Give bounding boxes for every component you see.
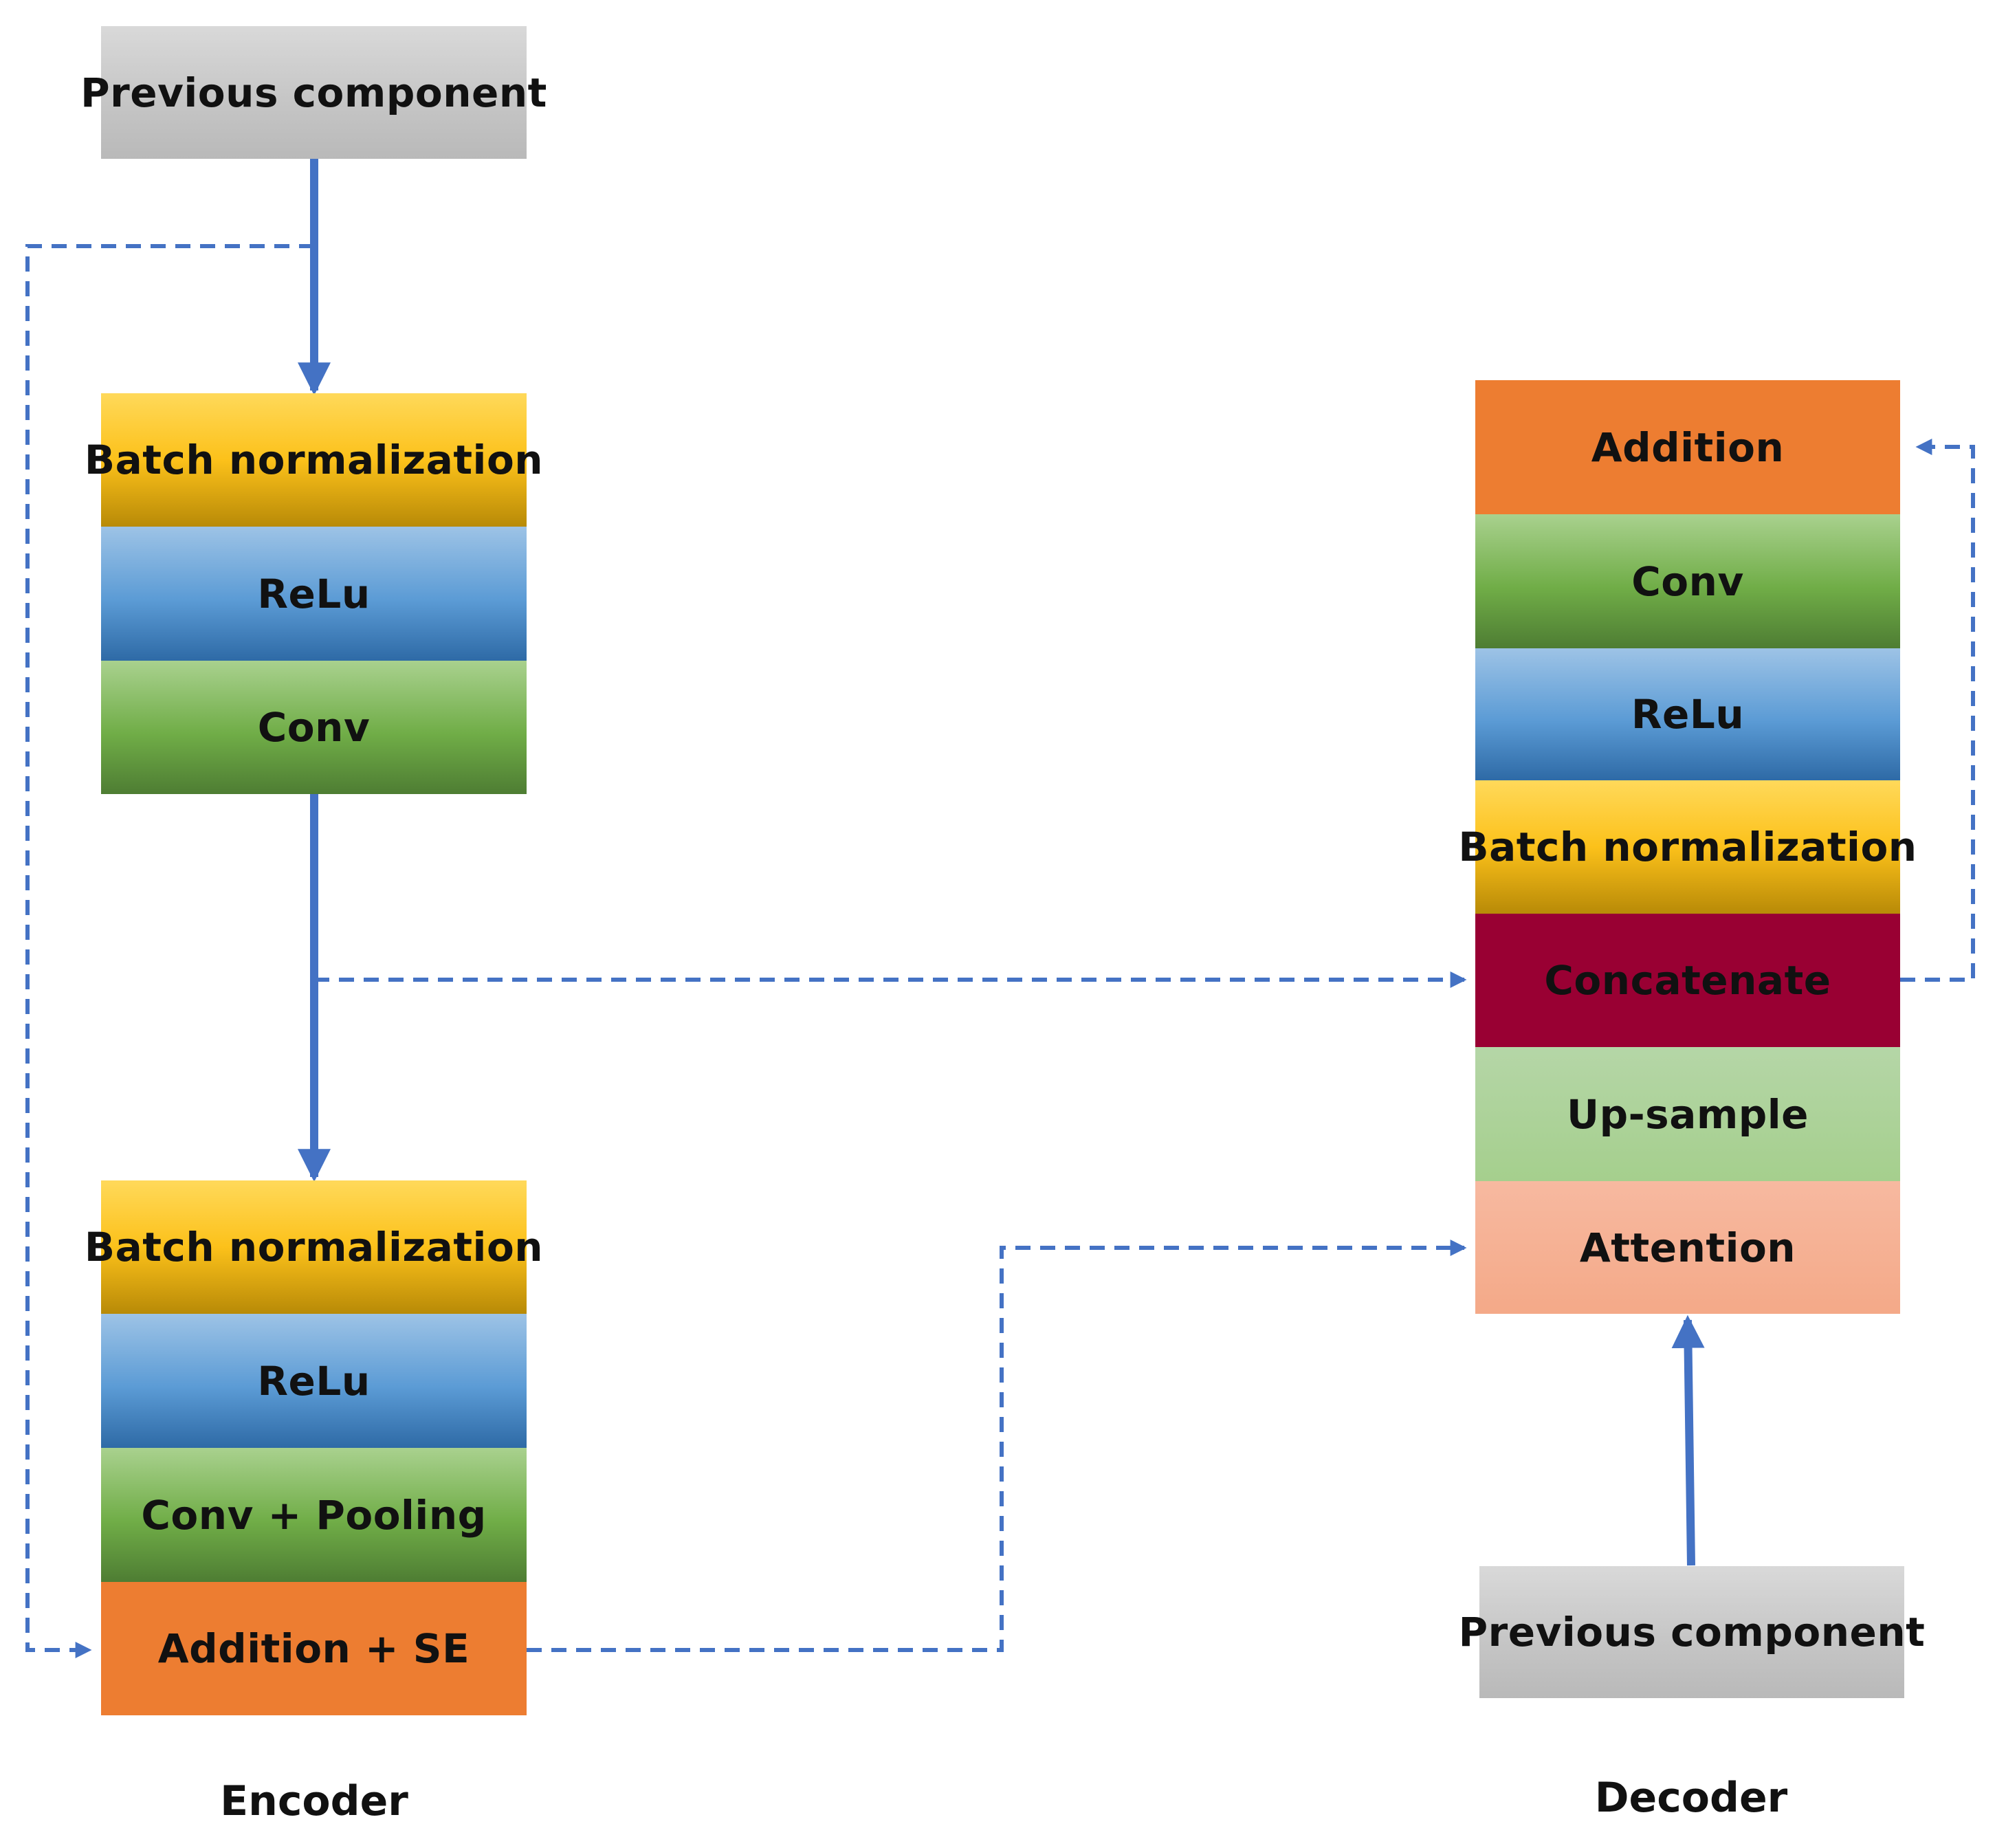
decoder-caption: Decoder — [1594, 1774, 1788, 1822]
skip-residual-decoder — [1900, 439, 1975, 982]
encoder-block2-relu: ReLu — [101, 1314, 527, 1448]
encoder-caption: Encoder — [220, 1777, 408, 1825]
decoder-conv: Conv — [1475, 514, 1900, 648]
decoder-concatenate: Concatenate — [1475, 914, 1900, 1047]
skip-residual-encoder — [25, 244, 314, 1658]
encoder-block1-conv: Conv — [101, 661, 527, 794]
encoder-block1-relu: ReLu — [101, 527, 527, 661]
encoder-block2-addition-se: Addition + SE — [101, 1582, 527, 1715]
encoder-block2-batch-normalization: Batch normalization — [85, 1180, 543, 1314]
skip-encoder-to-attention — [527, 1240, 1467, 1652]
decoder-attention: Attention — [1475, 1181, 1900, 1314]
encoder-block1-batch-normalization: Batch normalization — [85, 393, 543, 527]
decoder-previous-component: Previous component — [1459, 1566, 1925, 1698]
decoder-relu: ReLu — [1475, 648, 1900, 780]
decoder-batch-normalization: Batch normalization — [1458, 780, 1917, 914]
decoder-addition: Addition — [1475, 380, 1900, 514]
arrow-decoder-prev-to-attention — [1671, 1314, 1705, 1566]
encoder-previous-component: Previous component — [80, 26, 547, 159]
decoder-up-sample: Up-sample — [1475, 1047, 1900, 1181]
encoder-block2-conv-pooling: Conv + Pooling — [101, 1448, 527, 1582]
